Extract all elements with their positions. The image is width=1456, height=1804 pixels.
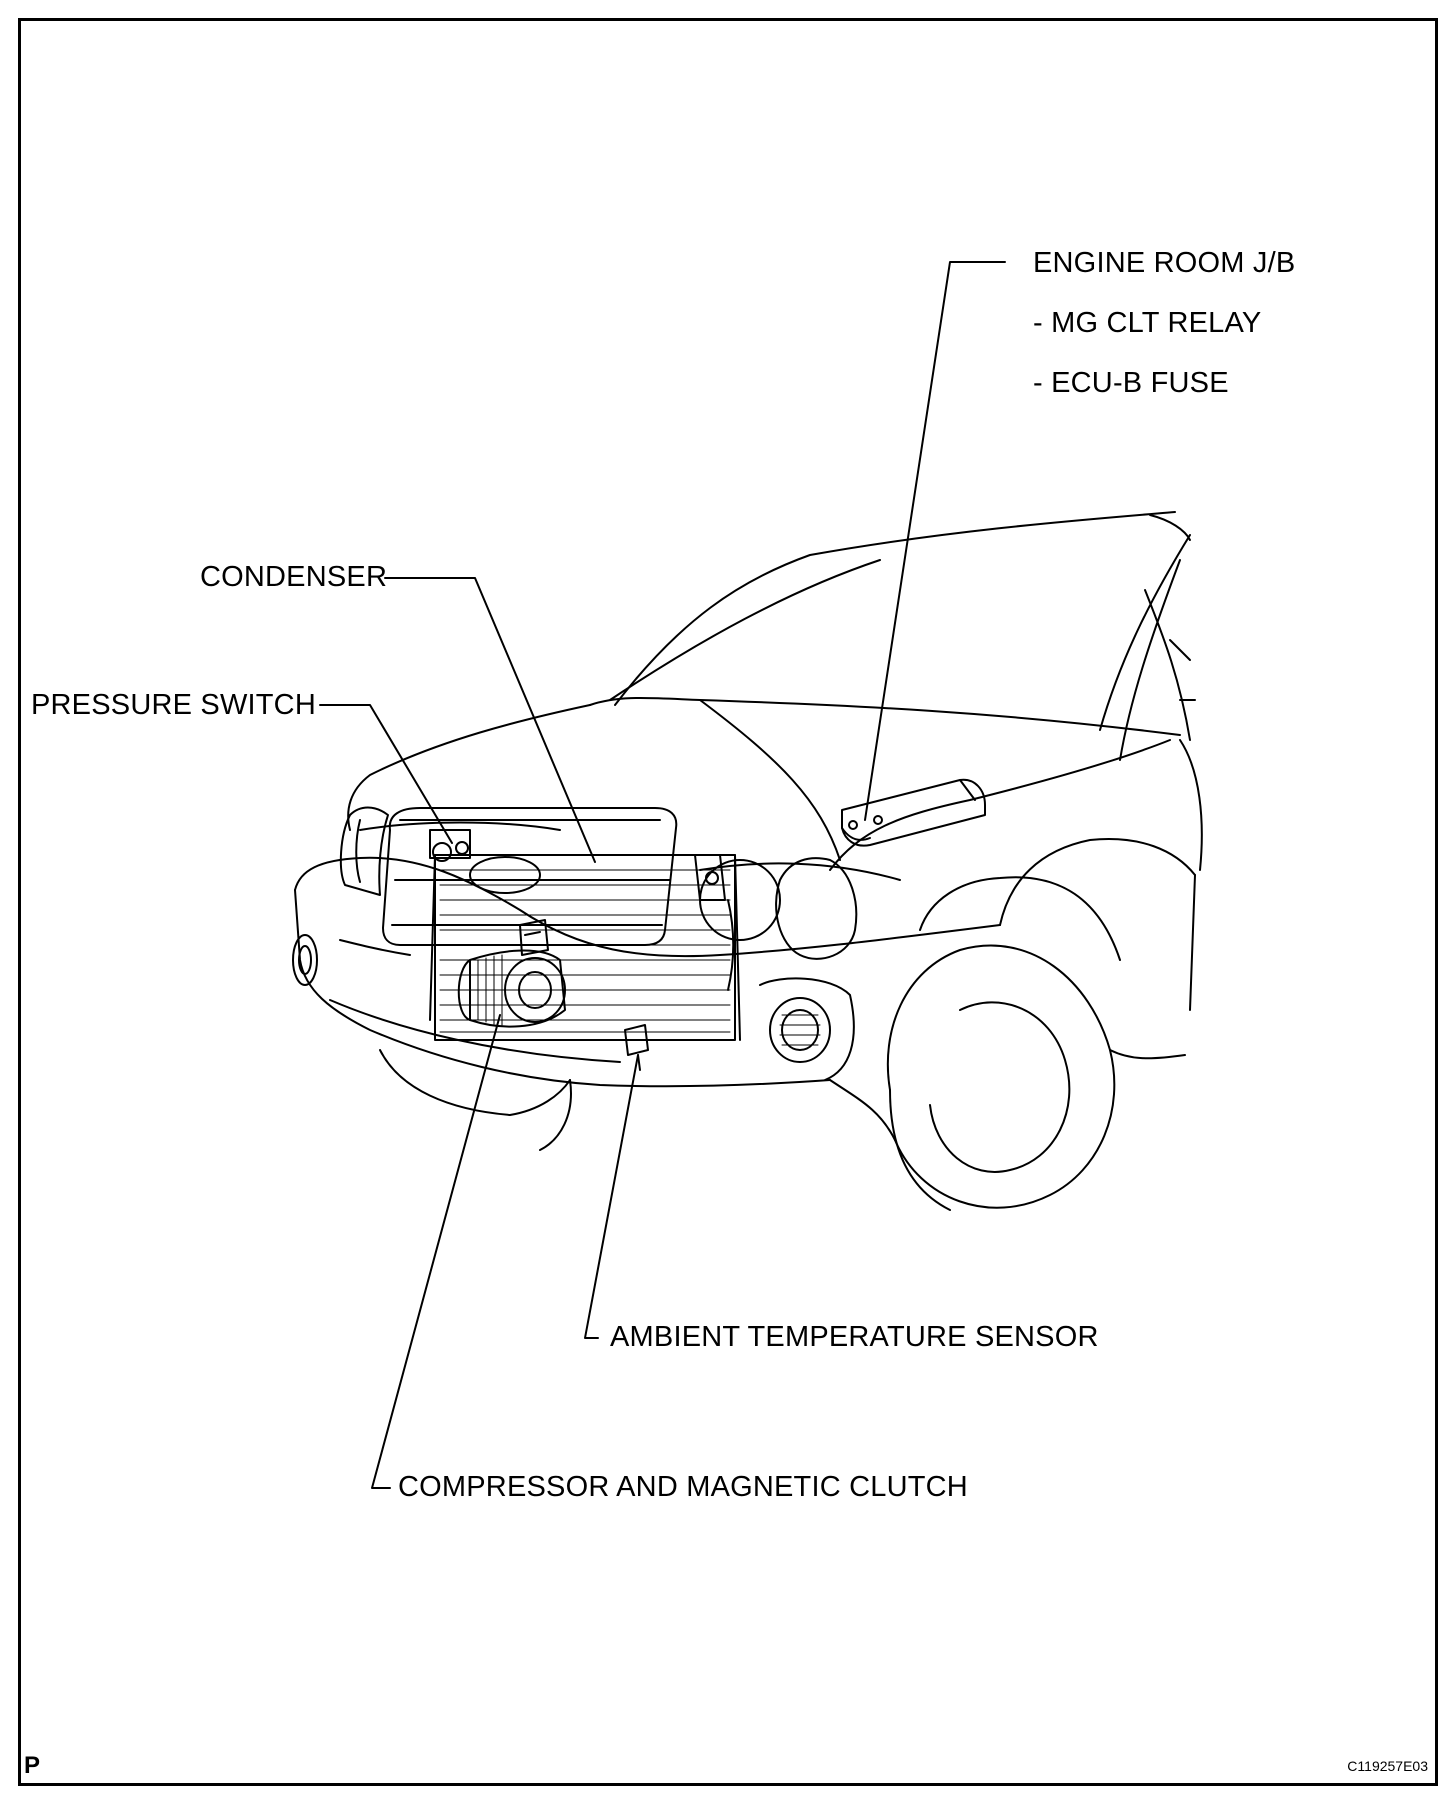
- page-corner-mark: P: [24, 1752, 41, 1779]
- mg-clt-relay-label: - MG CLT RELAY: [1033, 307, 1262, 339]
- ambient-temperature-sensor-label: AMBIENT TEMPERATURE SENSOR: [610, 1321, 1099, 1353]
- engine-room-jb-label: ENGINE ROOM J/B: [1033, 247, 1296, 279]
- compressor-and-magnetic-clutch-label: COMPRESSOR AND MAGNETIC CLUTCH: [398, 1471, 968, 1503]
- diagram-frame: [18, 18, 1438, 1786]
- condenser-label: CONDENSER: [200, 561, 388, 593]
- ecu-b-fuse-label: - ECU-B FUSE: [1033, 367, 1229, 399]
- figure-code: C119257E03: [1347, 1758, 1428, 1774]
- pressure-switch-label: PRESSURE SWITCH: [31, 689, 316, 721]
